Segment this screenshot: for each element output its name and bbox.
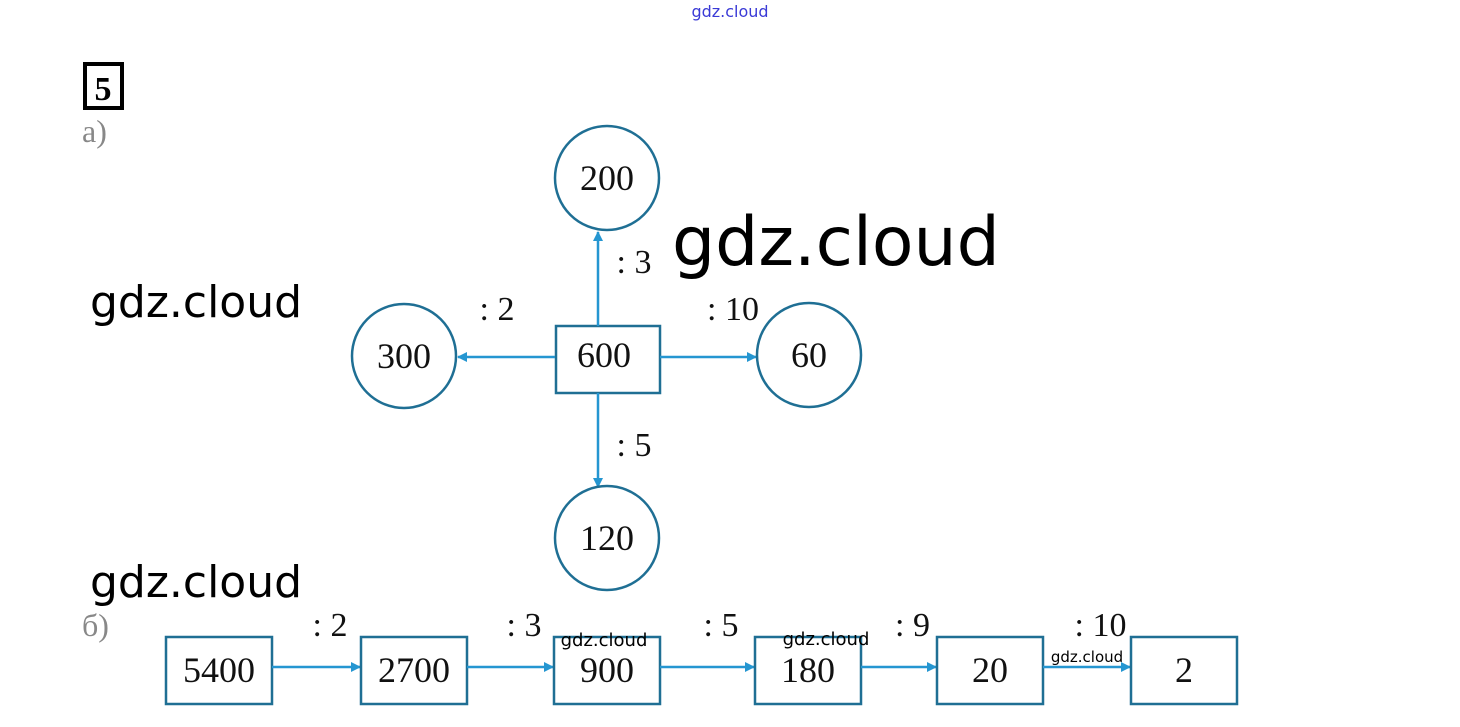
chain-value: 180 — [781, 650, 835, 690]
result-circle-left — [350, 302, 458, 410]
result-circle-right — [755, 301, 863, 409]
result-circle-up — [553, 124, 661, 232]
task-number-box — [83, 62, 124, 110]
chain-operation-label: : 2 — [313, 607, 348, 644]
chain-value: 2 — [1175, 650, 1193, 690]
result-circle-down — [553, 484, 661, 592]
operation-label: : 2 — [480, 291, 515, 328]
chain-operation-label: : 5 — [704, 607, 739, 644]
chain-operation-label: : 3 — [507, 607, 542, 644]
result-value: 200 — [580, 158, 634, 198]
chain-box — [359, 635, 469, 706]
chain-operation-label: : 10 — [1075, 607, 1127, 644]
chain-box — [1129, 635, 1239, 706]
chain-value: 5400 — [183, 650, 255, 690]
watermark: gdz.cloud — [90, 277, 302, 328]
chain-value: 2700 — [378, 650, 450, 690]
result-value: 300 — [377, 336, 431, 376]
center-box — [554, 324, 662, 395]
task-number: 5 — [95, 71, 112, 108]
chain-value: 900 — [580, 650, 634, 690]
chain-box — [552, 635, 662, 706]
watermark: gdz.cloud — [90, 557, 302, 608]
operation-label: : 3 — [617, 244, 652, 281]
part-b-label: б) — [82, 607, 109, 643]
part-a-label: а) — [82, 113, 107, 149]
watermark: gdz.cloud — [783, 629, 870, 650]
watermark: gdz.cloud — [1051, 648, 1123, 666]
operation-label: : 5 — [617, 427, 652, 464]
watermark: gdz.cloud — [672, 203, 1000, 282]
chain-operation-label: : 9 — [895, 607, 930, 644]
chain-value: 20 — [972, 650, 1008, 690]
result-value: 120 — [580, 518, 634, 558]
chain-box — [753, 635, 863, 706]
watermark: gdz.cloud — [561, 630, 648, 651]
result-value: 60 — [791, 335, 827, 375]
operation-label: : 10 — [707, 291, 759, 328]
chain-box — [164, 635, 274, 706]
watermark: gdz.cloud — [691, 2, 768, 21]
chain-box — [935, 635, 1045, 706]
center-value: 600 — [577, 335, 631, 375]
